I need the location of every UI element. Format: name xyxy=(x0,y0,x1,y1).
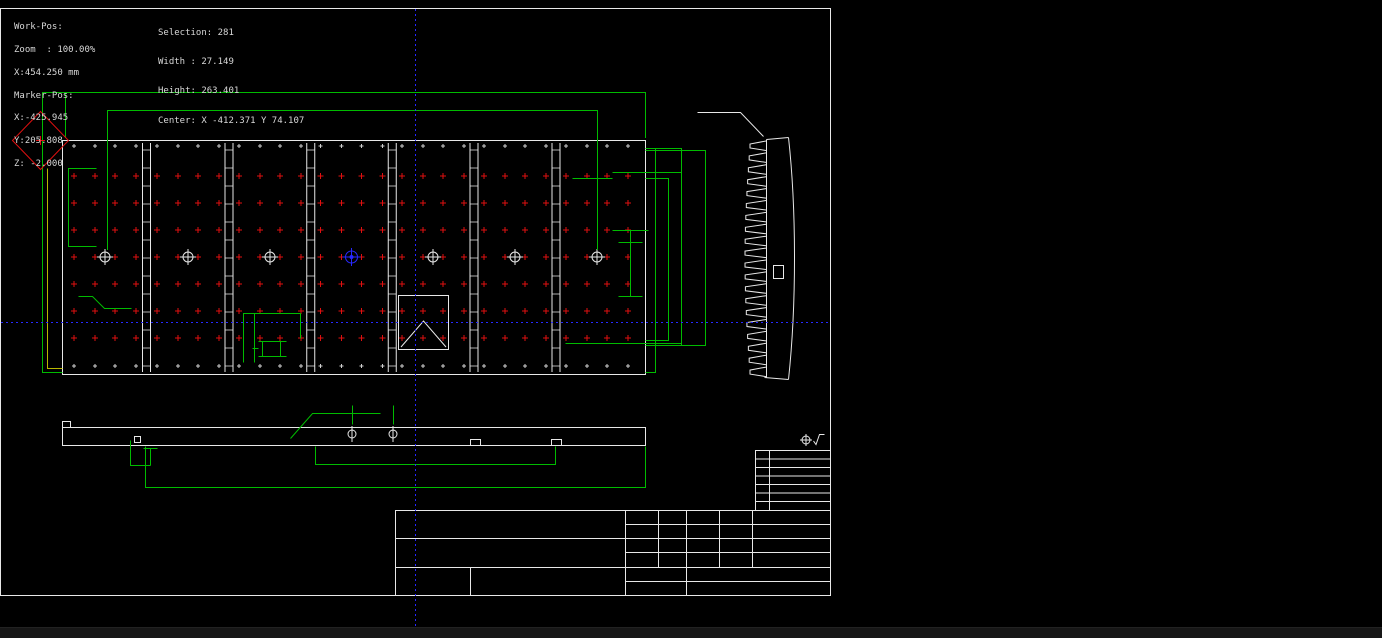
panel-separator-strips xyxy=(143,143,561,372)
comb-teeth xyxy=(745,141,766,377)
status-line: Marker-Pos: xyxy=(14,90,74,101)
status-line: Z: -2.000 xyxy=(14,158,63,169)
status-line: Center: X -412.371 Y 74.107 xyxy=(158,115,305,126)
hole-markers xyxy=(97,248,605,266)
origin-crosshair-axes xyxy=(1,9,829,627)
selection-info-panel: Selection: 281 Width : 27.149 Height: 26… xyxy=(158,9,304,146)
top-view-panel xyxy=(63,141,646,375)
datum-diamond-marker xyxy=(13,112,69,170)
surface-symbol xyxy=(800,434,825,446)
leader-line xyxy=(698,113,764,137)
revision-table xyxy=(756,451,831,511)
detail-square xyxy=(399,296,449,350)
status-line: Zoom : 100.00% xyxy=(14,44,96,55)
status-line: Y:205.808 xyxy=(14,136,63,147)
status-line: Selection: 281 xyxy=(158,27,234,38)
status-line: Work-Pos: xyxy=(14,22,63,33)
status-line: X:-425.945 xyxy=(14,113,69,124)
profile-comb-view xyxy=(698,113,795,380)
status-readout-panel: Work-Pos: Zoom : 100.00% X:454.250 mm Ma… xyxy=(14,9,95,184)
side-view xyxy=(63,406,646,488)
dimension-lines xyxy=(43,93,706,373)
status-line: Height: 263.401 xyxy=(158,86,240,97)
grid-cross-marks xyxy=(71,144,631,368)
status-line: Width : 27.149 xyxy=(158,56,234,67)
status-line: X:454.250 mm xyxy=(14,67,80,78)
taskbar[interactable] xyxy=(0,627,1382,638)
title-block xyxy=(396,511,831,596)
